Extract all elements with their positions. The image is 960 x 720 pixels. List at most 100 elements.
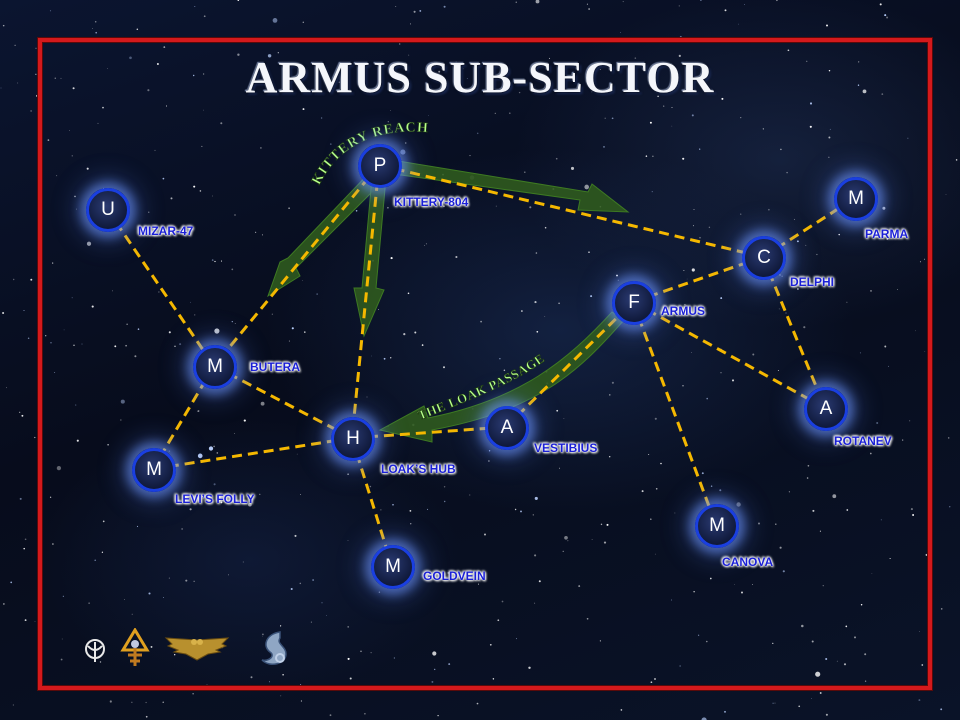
star	[443, 500, 446, 503]
star	[697, 634, 700, 636]
star	[168, 450, 171, 452]
star	[654, 417, 657, 420]
star	[129, 56, 132, 60]
star	[924, 351, 926, 352]
star	[777, 369, 779, 372]
system-node-rotanev[interactable]: A	[804, 387, 848, 431]
star	[682, 385, 684, 387]
star	[538, 580, 541, 583]
star	[299, 494, 301, 495]
star	[458, 86, 460, 89]
star	[860, 604, 863, 606]
star	[99, 661, 102, 663]
star	[509, 112, 511, 114]
arrow-kittery-loak	[353, 177, 387, 338]
star	[492, 678, 495, 680]
star	[291, 327, 294, 330]
star	[170, 197, 173, 200]
star	[599, 640, 602, 642]
star	[535, 252, 538, 254]
serpent-icon	[261, 631, 287, 665]
star	[591, 91, 593, 93]
star	[220, 501, 223, 504]
star	[19, 497, 22, 500]
star	[544, 226, 547, 229]
star	[811, 698, 812, 699]
star	[752, 353, 755, 356]
star	[193, 74, 195, 77]
star	[478, 583, 479, 585]
system-node-goldvein[interactable]: M	[371, 545, 415, 589]
star	[400, 149, 406, 155]
star	[290, 587, 293, 591]
star	[181, 528, 183, 530]
star	[212, 195, 214, 197]
star	[655, 487, 658, 490]
star	[919, 630, 920, 632]
star	[806, 60, 808, 62]
system-node-kittery[interactable]: P	[358, 144, 402, 188]
system-node-butera[interactable]: M	[193, 345, 237, 389]
star	[788, 491, 790, 493]
system-node-delphi[interactable]: C	[742, 236, 786, 280]
system-label-armus: ARMUS	[661, 304, 705, 318]
system-node-vestibius[interactable]: A	[485, 406, 529, 450]
star	[603, 541, 607, 544]
star	[869, 452, 872, 455]
star	[884, 345, 887, 348]
star	[302, 108, 305, 111]
star	[6, 387, 7, 389]
system-node-canova[interactable]: M	[695, 504, 739, 548]
system-node-levis[interactable]: M	[132, 448, 176, 492]
star	[312, 579, 314, 581]
star	[437, 714, 439, 717]
star	[443, 366, 445, 369]
star	[277, 52, 279, 54]
star	[234, 214, 236, 216]
star	[234, 433, 235, 434]
star	[825, 657, 828, 661]
star	[134, 355, 137, 358]
star	[819, 692, 822, 694]
star	[421, 344, 424, 346]
star	[649, 121, 652, 124]
star	[231, 268, 234, 271]
system-node-armus[interactable]: F	[612, 281, 656, 325]
star	[362, 88, 365, 90]
star	[782, 570, 785, 573]
star	[620, 709, 623, 711]
star	[114, 345, 117, 348]
star	[897, 289, 898, 290]
star	[779, 546, 782, 549]
star	[131, 613, 133, 615]
star	[280, 695, 282, 697]
star	[586, 617, 589, 620]
star	[534, 602, 536, 604]
star	[628, 66, 630, 68]
star	[779, 274, 781, 276]
star	[88, 602, 90, 604]
star	[124, 599, 126, 600]
system-node-loak[interactable]: H	[331, 417, 375, 461]
star	[909, 420, 911, 422]
star	[466, 78, 468, 80]
star	[757, 522, 761, 525]
star	[858, 61, 860, 63]
route-kittery-delphi	[378, 163, 764, 259]
star	[326, 615, 327, 617]
star	[10, 581, 13, 584]
star	[2, 24, 5, 27]
star	[213, 483, 216, 486]
star	[347, 473, 349, 476]
star	[237, 0, 240, 1]
star	[52, 262, 54, 264]
star	[857, 84, 860, 86]
star	[924, 258, 925, 260]
system-node-mizar[interactable]: U	[86, 188, 130, 232]
system-node-parma[interactable]: M	[834, 177, 878, 221]
star	[671, 125, 673, 127]
star	[329, 714, 332, 717]
star	[955, 159, 958, 161]
star	[304, 331, 306, 333]
star	[691, 352, 692, 353]
